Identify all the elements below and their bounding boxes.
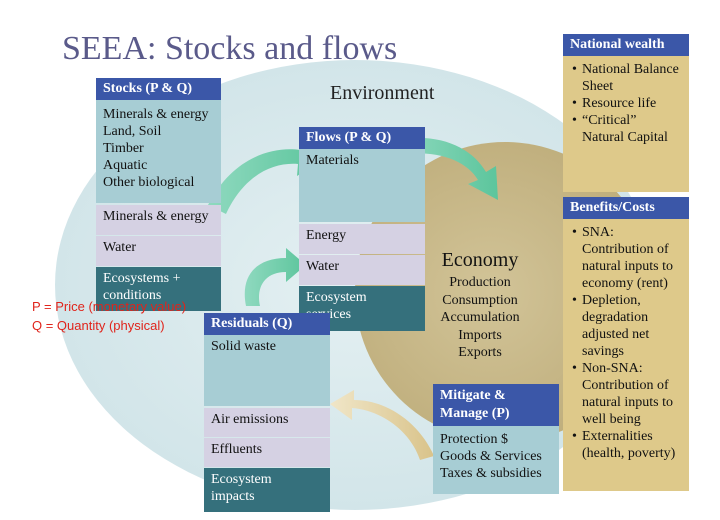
legend-price: P = Price (monetary value) (32, 299, 187, 314)
benefits-panel: Benefits/Costs SNA: Contribution of natu… (563, 197, 689, 491)
stocks-list: Minerals & energy Land, Soil Timber Aqua… (96, 100, 221, 203)
benefits-line: natural inputs to (582, 395, 673, 410)
residuals-header: Residuals (Q) (204, 313, 330, 335)
mitigate-header-line: Manage (P) (440, 406, 510, 421)
flows-energy-row: Energy (299, 224, 425, 254)
national-wealth-panel: National wealth National Balance Sheet R… (563, 34, 689, 192)
benefits-line: Contribution of (582, 242, 669, 257)
flows-materials-row: Materials (299, 149, 425, 222)
benefits-line: natural inputs to (582, 259, 673, 274)
residuals-solid-row: Solid waste (204, 335, 330, 406)
economy-list: Production Consumption Accumulation Impo… (424, 274, 536, 362)
benefits-line: Non-SNA: (582, 361, 643, 376)
residuals-impacts-row: Ecosystem impacts (204, 468, 330, 512)
benefits-item: Externalities (health, poverty) (572, 428, 682, 462)
residuals-panel: Residuals (Q) Solid waste Air emissions … (204, 313, 330, 512)
residuals-air-row: Air emissions (204, 408, 330, 437)
national-wealth-item: Resource life (572, 95, 682, 112)
flows-services-line: Ecosystem (306, 290, 367, 305)
national-wealth-item: National Balance Sheet (572, 61, 682, 95)
mitigate-item: Goods & Services (440, 449, 542, 464)
stocks-item: Timber (103, 141, 144, 156)
residuals-effluents-row: Effluents (204, 438, 330, 467)
flows-panel: Flows (P & Q) Materials Energy Water Eco… (299, 127, 425, 331)
national-wealth-line: Resource life (582, 96, 657, 111)
flows-water-row: Water (299, 255, 425, 285)
arrow-flows-to-economy (396, 137, 498, 200)
stocks-item: Minerals & energy (103, 107, 209, 122)
benefits-item: Depletion, degradation adjusted net savi… (572, 292, 682, 360)
national-wealth-item: “Critical” Natural Capital (572, 112, 682, 146)
stocks-item: Land, Soil (103, 124, 162, 139)
mitigate-item: Protection $ (440, 432, 509, 447)
benefits-line: economy (rent) (582, 276, 668, 291)
benefits-item: SNA: Contribution of natural inputs to e… (572, 224, 682, 292)
stocks-ecosystems-line: conditions (103, 288, 162, 303)
benefits-line: (health, poverty) (582, 446, 676, 461)
benefits-line: well being (582, 412, 641, 427)
environment-label: Environment (330, 82, 435, 104)
national-wealth-list: National Balance Sheet Resource life “Cr… (563, 56, 689, 192)
legend-quantity: Q = Quantity (physical) (32, 318, 165, 333)
flows-header: Flows (P & Q) (299, 127, 425, 149)
economy-item: Production (449, 275, 511, 290)
national-wealth-line: National Balance (582, 62, 679, 77)
stocks-ecosystems-row: Ecosystems + conditions (96, 267, 221, 311)
economy-item: Consumption (442, 292, 518, 308)
benefits-item: Non-SNA: Contribution of natural inputs … (572, 360, 682, 428)
page-title: SEEA: Stocks and flows (62, 30, 398, 67)
national-wealth-line: Sheet (582, 79, 614, 94)
benefits-list: SNA: Contribution of natural inputs to e… (563, 219, 689, 491)
national-wealth-header: National wealth (563, 34, 689, 56)
economy-item: Accumulation (440, 310, 520, 325)
stocks-item: Aquatic (103, 158, 148, 173)
mitigate-header: Mitigate & Manage (P) (433, 384, 559, 426)
stocks-water-row: Water (96, 236, 221, 266)
national-wealth-line: “Critical” (582, 113, 637, 128)
mitigate-list: Protection $ Goods & Services Taxes & su… (433, 426, 559, 494)
benefits-line: adjusted net (582, 327, 650, 342)
economy-item: Imports (458, 327, 502, 343)
mitigate-item: Taxes & subsidies (440, 466, 542, 481)
arrow-residuals-to-flows (244, 248, 306, 306)
mitigate-header-line: Mitigate & (440, 388, 506, 403)
stocks-panel: Stocks (P & Q) Minerals & energy Land, S… (96, 78, 221, 311)
benefits-line: Contribution of (582, 378, 669, 393)
benefits-line: Depletion, (582, 293, 641, 308)
benefits-line: degradation (582, 310, 649, 325)
national-wealth-line: Natural Capital (582, 130, 668, 145)
arrow-stocks-to-flows (208, 138, 325, 214)
economy-item: Exports (458, 345, 502, 360)
benefits-line: savings (582, 344, 624, 359)
benefits-line: Externalities (582, 429, 653, 444)
benefits-line: SNA: (582, 225, 614, 240)
stocks-minerals-row: Minerals & energy (96, 205, 221, 235)
residuals-impacts-line: impacts (211, 489, 255, 504)
economy-title: Economy (441, 249, 519, 271)
stocks-header: Stocks (P & Q) (96, 78, 221, 100)
stocks-ecosystems-line: Ecosystems + (103, 271, 181, 286)
benefits-header: Benefits/Costs (563, 197, 689, 219)
stocks-item: Other biological (103, 175, 195, 190)
residuals-impacts-line: Ecosystem (211, 472, 272, 487)
mitigate-panel: Mitigate & Manage (P) Protection $ Goods… (433, 384, 559, 494)
arrow-mitigate-to-residuals (330, 390, 434, 460)
